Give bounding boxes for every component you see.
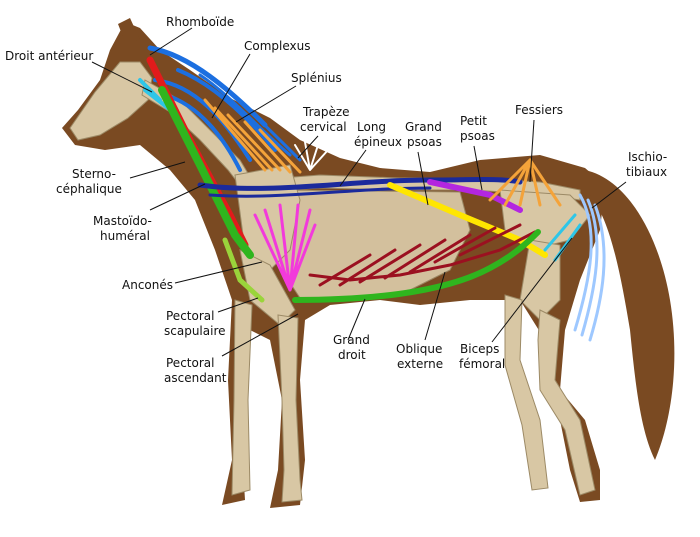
label-grand-psoas-line2: psoas: [407, 135, 442, 149]
muscle-mastoido-humeral: [158, 86, 254, 259]
label-sterno-line1: Sterno-: [72, 167, 116, 181]
label-masto-line1: Mastoïdo-: [93, 214, 152, 228]
label-droit-anterieur: Droit antérieur: [5, 49, 93, 63]
label-masto-line2: huméral: [100, 229, 150, 243]
leader-grand-droit: [347, 298, 366, 341]
leader-complexus: [211, 53, 251, 119]
label-splenius: Splénius: [291, 71, 342, 85]
label-trapeze-line1: Trapèze: [302, 105, 350, 119]
leader-pect-scap: [217, 297, 259, 313]
label-biceps-line2: fémoral: [459, 357, 505, 371]
leader-rhomboide: [149, 27, 193, 56]
label-pect-asc-line1: Pectoral: [166, 356, 214, 370]
muscle-ancones: [253, 203, 317, 292]
muscle-trapeze-cervical: [203, 98, 302, 174]
label-biceps-line1: Biceps: [460, 342, 499, 356]
muscle-fessiers: [488, 158, 562, 207]
horse-ear: [118, 18, 140, 42]
label-grand-psoas-line1: Grand: [405, 120, 442, 134]
muscle-complexus: [153, 68, 277, 172]
muscle-grand-droit: [292, 229, 541, 303]
leader-ancones: [174, 261, 263, 284]
label-oblique-line2: externe: [397, 357, 443, 371]
leader-trapeze: [297, 135, 319, 159]
label-long-line1: Long: [357, 120, 386, 134]
label-pect-scap-line1: Pectoral: [166, 309, 214, 323]
labels: Rhomboïde Droit antérieur Complexus Splé…: [5, 15, 667, 385]
label-oblique-line1: Oblique: [396, 342, 442, 356]
muscles: [138, 45, 606, 342]
leader-grand-psoas: [417, 151, 429, 206]
muscle-long-epineux: [197, 177, 523, 191]
leader-long-epineux: [339, 149, 367, 187]
hind-leg-far: [504, 294, 549, 491]
muscle-splenius: [198, 73, 302, 162]
muscle-oblique-externe: [308, 223, 537, 287]
leader-ischio: [591, 181, 627, 209]
leader-oblique: [424, 271, 446, 341]
label-grand-droit-line1: Grand: [333, 333, 370, 347]
label-fessiers: Fessiers: [515, 103, 563, 117]
label-petit-psoas-line2: psoas: [460, 129, 495, 143]
label-sterno-line2: céphalique: [56, 182, 122, 196]
leader-biceps: [491, 237, 573, 343]
label-grand-droit-line2: droit: [338, 348, 366, 362]
leader-masto: [149, 183, 206, 211]
muscle-grand-psoas: [387, 182, 548, 258]
leader-petit-psoas: [473, 145, 483, 191]
label-pect-asc-line2: ascendant: [164, 371, 227, 385]
leader-sterno: [129, 161, 186, 179]
label-long-line2: épineux: [354, 135, 402, 149]
label-petit-psoas-line1: Petit: [460, 114, 487, 128]
label-ischio-line2: tibiaux: [626, 165, 667, 179]
leader-pect-asc: [221, 313, 299, 357]
muscle-trapeze-fan: [294, 141, 329, 171]
hind-leg-near: [537, 309, 596, 496]
leader-fessiers: [529, 119, 535, 183]
leader-droit-anterieur: [91, 61, 153, 93]
leader-lines: [91, 27, 627, 357]
label-ischio-line1: Ischio-: [628, 150, 667, 164]
label-pect-scap-line2: scapulaire: [164, 324, 226, 338]
muscle-droit-anterieur: [138, 78, 170, 110]
muscle-pectoral-scapulaire: [222, 237, 265, 303]
label-trapeze-line2: cervical: [300, 120, 347, 134]
label-ancones: Anconés: [122, 278, 173, 292]
label-complexus: Complexus: [244, 39, 311, 53]
front-leg-near: [277, 314, 303, 503]
label-rhomboide: Rhomboïde: [166, 15, 234, 29]
muscle-petit-psoas: [427, 179, 523, 213]
leader-splenius: [235, 85, 297, 123]
horse-tail: [585, 170, 675, 460]
front-leg-far: [231, 299, 253, 496]
muscle-ischio-tibiaux: [573, 193, 606, 342]
